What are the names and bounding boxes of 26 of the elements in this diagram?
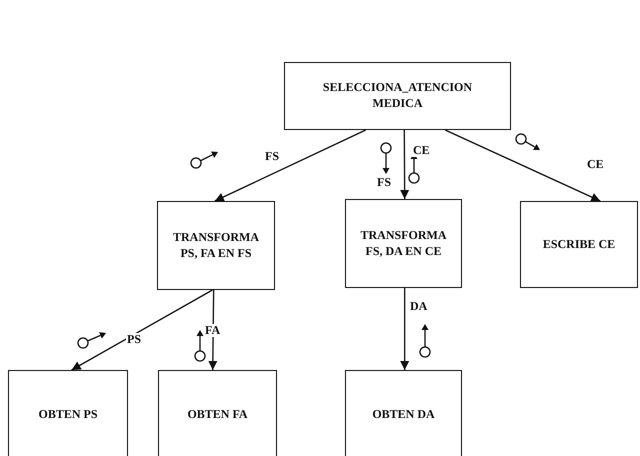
- edge-label: PS: [126, 333, 142, 346]
- process-box: [520, 201, 638, 288]
- edge-label: FS: [264, 150, 280, 164]
- box-text: TRANSFORMA PS, FA EN FS: [172, 230, 260, 262]
- arrow: [208, 290, 218, 370]
- process-box: [284, 62, 511, 130]
- arrow: [214, 129, 366, 202]
- process-box: [158, 370, 277, 456]
- process-box: [8, 370, 128, 456]
- box-text: OBTEN DA: [371, 407, 436, 423]
- process-box: [157, 201, 275, 290]
- arrow: [400, 130, 410, 199]
- box-text: OBTEN PS: [37, 407, 98, 423]
- arrow: [71, 289, 213, 371]
- arrow: [400, 288, 410, 370]
- arrow: [444, 129, 601, 202]
- box-text: OBTEN FA: [186, 407, 249, 423]
- edge-label: CE: [586, 158, 605, 172]
- edge-label: FA: [204, 324, 222, 338]
- process-box: [345, 199, 462, 288]
- edge-label: CE: [412, 144, 431, 158]
- process-box: [345, 370, 462, 456]
- box-text: TRANSFORMA FS, DA EN CE: [360, 228, 448, 260]
- data-label: FS: [376, 176, 392, 190]
- box-text: ESCRIBE CE: [542, 236, 616, 252]
- box-text: SELECCIONA_ATENCION MEDICA: [322, 80, 474, 112]
